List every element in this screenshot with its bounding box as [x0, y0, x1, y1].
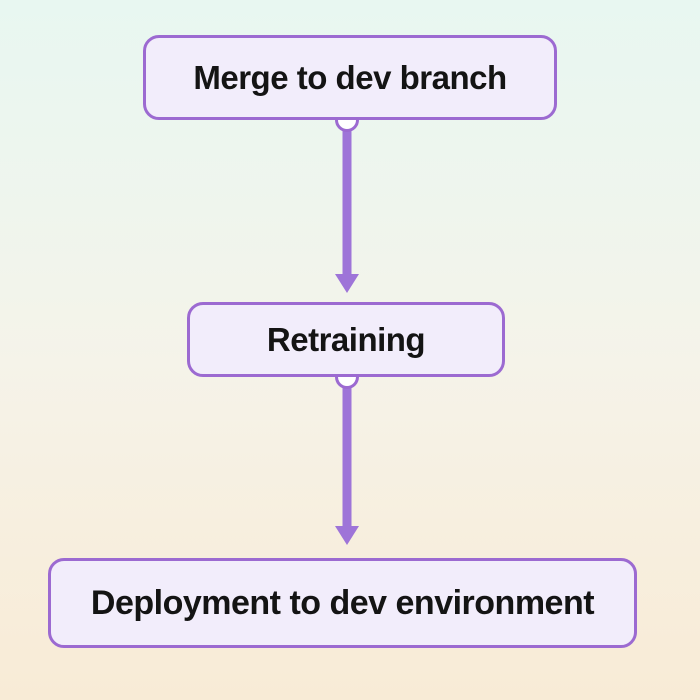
- flow-node-deployment: Deployment to dev environment: [48, 558, 637, 648]
- edge-merge-to-retraining: [335, 108, 359, 293]
- edge-retraining-to-deployment: [335, 365, 359, 545]
- arrow-head-icon: [335, 526, 359, 545]
- flow-node-label: Deployment to dev environment: [90, 583, 595, 622]
- flow-node-retraining: Retraining: [187, 302, 505, 377]
- flow-node-label: Merge to dev branch: [193, 58, 507, 96]
- flow-node-merge: Merge to dev branch: [143, 35, 557, 120]
- flow-node-label: Retraining: [266, 320, 426, 358]
- arrow-head-icon: [335, 274, 359, 293]
